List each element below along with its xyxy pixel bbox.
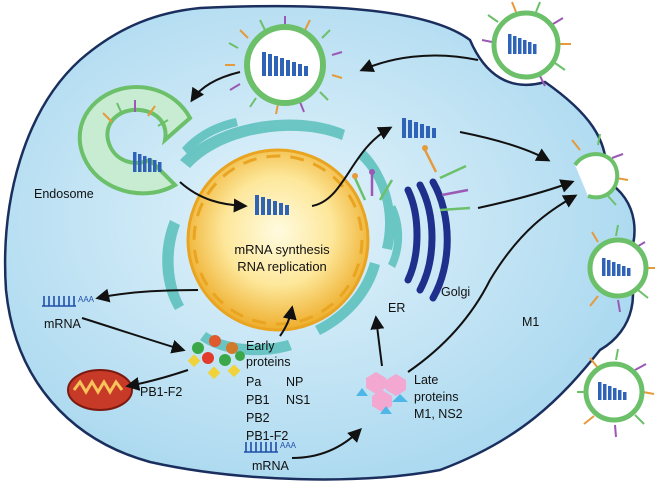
mrna-left-strand <box>42 296 76 307</box>
mrna-bottom-strand <box>244 442 278 453</box>
early-pb2: PB2 <box>246 411 270 425</box>
process-arrows <box>81 54 578 459</box>
mrna-left-label: mRNA <box>44 317 81 331</box>
endoplasmic-reticulum <box>162 118 403 356</box>
endosome <box>77 85 193 196</box>
early-protein-cluster <box>187 335 245 380</box>
poly-a-bottom: AAA <box>280 441 297 450</box>
late-list: M1, NS2 <box>414 407 463 421</box>
mrna-bottom-label: mRNA <box>252 459 289 473</box>
late-protein-cluster <box>356 372 408 414</box>
early-title-1: Early <box>246 339 275 353</box>
early-title-2: proteins <box>246 355 290 369</box>
vrnp-nucleus <box>255 195 289 215</box>
endosome-label: Endosome <box>34 187 94 201</box>
golgi-apparatus <box>404 178 451 302</box>
early-pa: Pa <box>246 375 261 389</box>
golgi-label: Golgi <box>441 285 470 299</box>
nucleus-label-line2: RNA replication <box>237 259 327 274</box>
virion-budding-lower-right <box>587 224 655 313</box>
mitochondrion <box>67 369 133 411</box>
vrnp-exported <box>402 118 436 138</box>
late-title-1: Late <box>414 373 438 387</box>
early-np: NP <box>286 375 303 389</box>
virion-entering <box>225 16 343 115</box>
late-title-2: proteins <box>414 390 458 404</box>
er-label: ER <box>388 301 405 315</box>
nucleus-label-line1: mRNA synthesis <box>234 242 330 257</box>
virion-budding-top-right <box>481 1 571 87</box>
glycoproteins-er <box>352 145 471 212</box>
m1-label: M1 <box>522 315 539 329</box>
nuclear-pores <box>192 154 364 326</box>
poly-a-left: AAA <box>78 295 95 304</box>
early-ns1: NS1 <box>286 393 310 407</box>
pb1f2-mito-label: PB1-F2 <box>140 385 182 399</box>
early-pb1: PB1 <box>246 393 270 407</box>
early-pb1f2: PB1-F2 <box>246 429 288 443</box>
nucleus <box>186 148 370 332</box>
virion-budding-right <box>571 133 629 206</box>
virion-released <box>577 348 655 438</box>
